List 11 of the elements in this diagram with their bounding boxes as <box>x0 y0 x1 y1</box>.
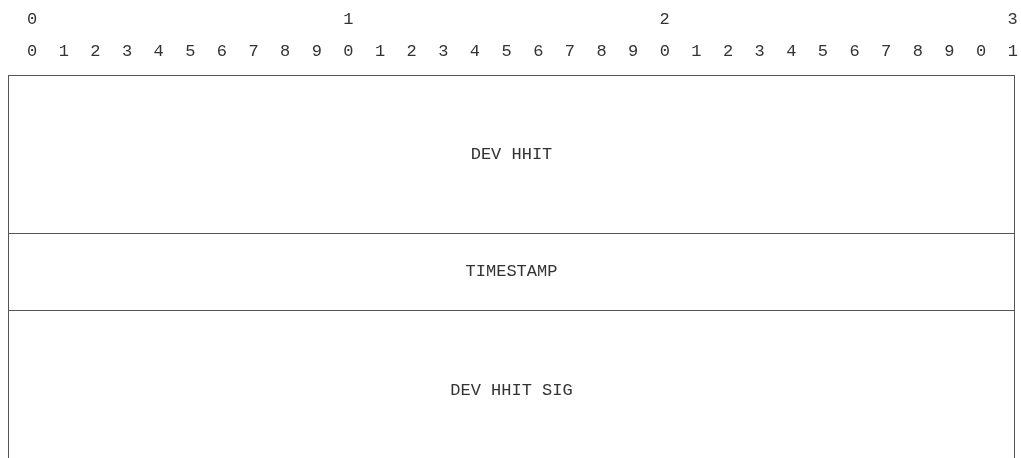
bit-number: 0 <box>27 10 38 30</box>
field-name: TIMESTAMP <box>464 261 559 283</box>
field-name: DEV HHIT SIG <box>449 379 574 402</box>
bit-number: 3 <box>1007 10 1018 30</box>
field-box <box>8 310 1015 458</box>
field-name: DEV HHIT <box>469 143 554 166</box>
field-box <box>8 75 1015 234</box>
bit-number: 1 <box>343 10 354 30</box>
bit-number: 2 <box>659 10 670 30</box>
bit-position-ruler: 0 1 2 3 4 5 6 7 8 9 0 1 2 3 4 5 6 7 8 9 0 1 2 3 4 5 6 7 8 9 0 1 <box>27 42 1021 62</box>
field-box <box>8 233 1015 311</box>
